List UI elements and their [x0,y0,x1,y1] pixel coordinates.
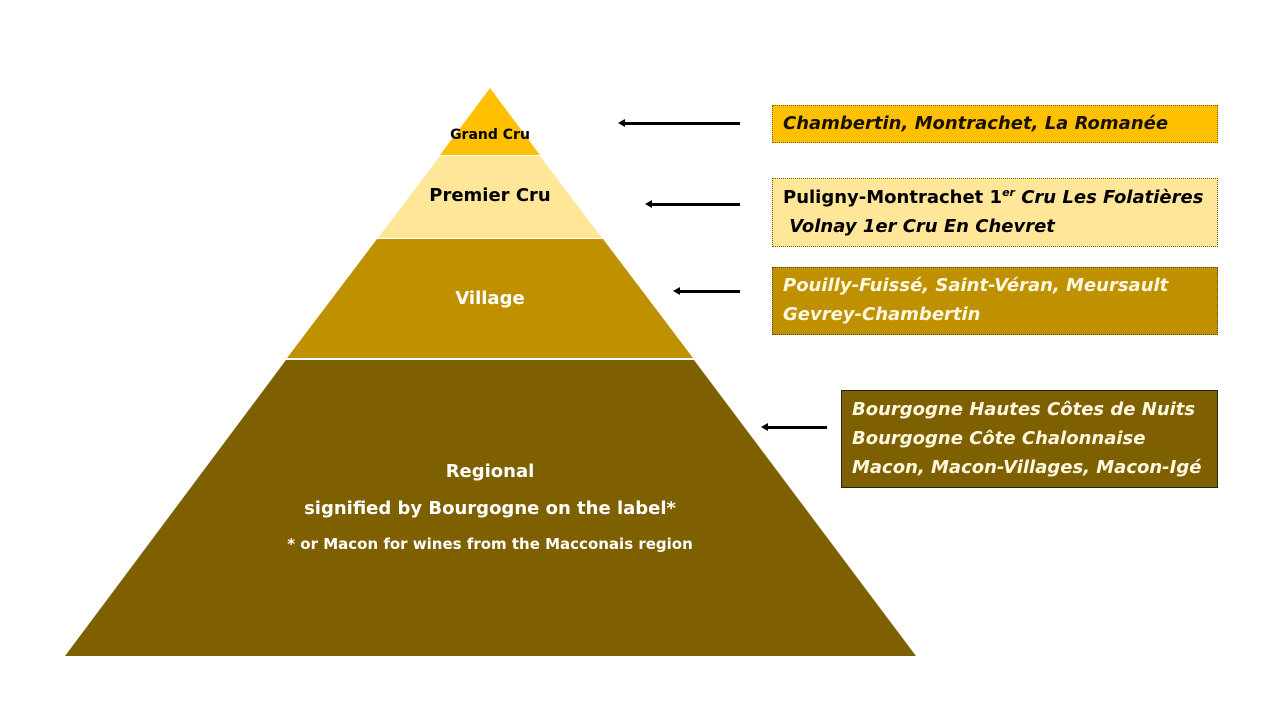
tier-grand-cru [440,88,540,155]
example-line: Puligny-Montrachet 1er Cru Les Folatière… [783,186,1204,208]
arrow-regional [761,423,827,431]
premier-cru-examples: Puligny-Montrachet 1er Cru Les Folatière… [772,178,1218,247]
example-line: Pouilly-Fuissé, Saint-Véran, Meursault [783,275,1169,296]
example-line: Chambertin, Montrachet, La Romanée [783,113,1169,134]
example-line: Macon, Macon-Villages, Macon-Igé [852,457,1202,478]
grand-cru-label: Grand Cru [450,127,530,143]
tier-premier-cru [378,156,602,238]
example-line: Gevrey-Chambertin [783,304,981,325]
example-line: Bourgogne Côte Chalonnaise [852,428,1146,449]
tier-regional [65,360,916,656]
village-label: Village [455,288,525,309]
regional-sublabel: signified by Bourgogne on the label* [304,498,676,519]
arrow-premier-cru [645,200,740,208]
arrow-grand-cru [618,119,740,127]
tier-village [287,239,693,358]
regional-note: * or Macon for wines from the Macconais … [287,535,693,553]
regional-label: Regional [445,461,535,482]
premier-cru-label: Premier Cru [429,185,551,206]
example-line: Volnay 1er Cru En Chevret [783,216,1055,237]
grand-cru-examples: Chambertin, Montrachet, La Romanée [772,105,1218,143]
arrow-village [673,287,740,295]
example-line: Bourgogne Hautes Côtes de Nuits [852,399,1196,420]
village-examples: Pouilly-Fuissé, Saint-Véran, Meursault G… [772,267,1218,335]
regional-examples: Bourgogne Hautes Côtes de Nuits Bourgogn… [841,390,1218,488]
